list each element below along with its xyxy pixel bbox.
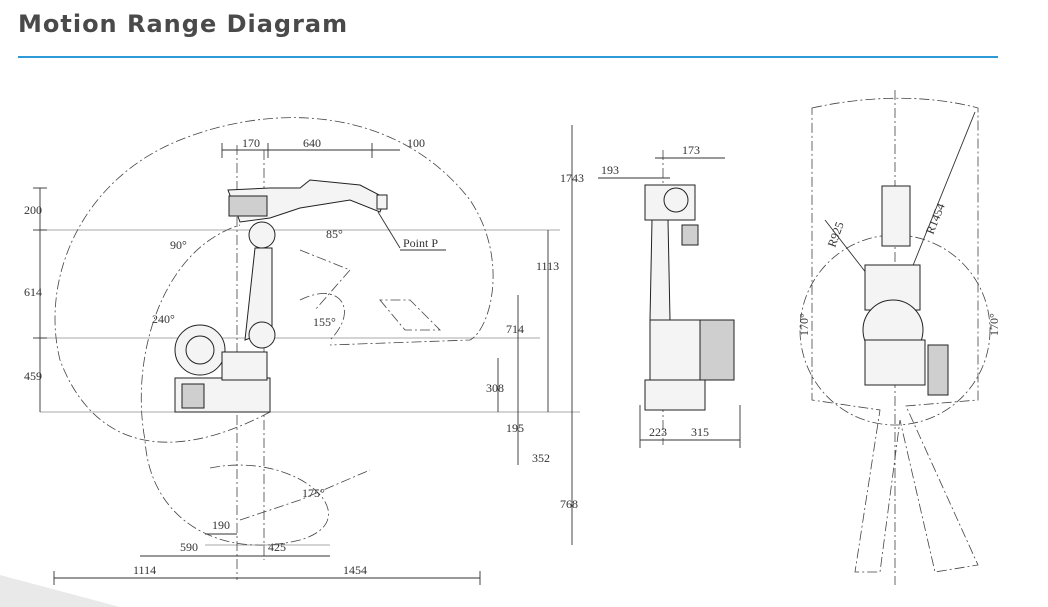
radius-1454: R1454 <box>923 201 948 236</box>
inner-envelope <box>140 224 329 546</box>
dim-315: 315 <box>691 425 709 439</box>
angle-170-left: 170° <box>797 313 811 336</box>
top-view: R925 R1454 170° 170° <box>797 90 1001 585</box>
front-view: 193 173 223 315 <box>598 143 741 448</box>
angle-240: 240° <box>152 312 175 326</box>
dim-1113: 1113 <box>536 259 559 273</box>
dim-100: 100 <box>407 136 425 150</box>
outer-envelope <box>54 117 494 443</box>
dim-459: 459 <box>24 369 42 383</box>
dim-425: 425 <box>268 540 286 554</box>
dim-170: 170 <box>242 136 260 150</box>
side-view: 170 640 100 200 614 459 1743 1113 714 30… <box>24 117 584 585</box>
dim-768: 768 <box>560 497 578 511</box>
dim-173: 173 <box>682 143 700 157</box>
angle-170-right: 170° <box>987 313 1001 336</box>
dim-200: 200 <box>24 203 42 217</box>
angle-155: 155° <box>313 315 336 329</box>
dim-190: 190 <box>212 518 230 532</box>
angle-85: 85° <box>326 227 343 241</box>
dim-308: 308 <box>486 381 504 395</box>
point-p-label: Point P <box>403 236 438 250</box>
dim-590: 590 <box>180 540 198 554</box>
corner-shade <box>0 575 120 607</box>
angle-175: 175° <box>302 486 325 500</box>
dim-195: 195 <box>506 421 524 435</box>
dim-1454: 1454 <box>343 563 367 577</box>
dim-1114: 1114 <box>133 563 156 577</box>
dim-714: 714 <box>506 322 524 336</box>
dim-352: 352 <box>532 451 550 465</box>
dim-193: 193 <box>601 163 619 177</box>
dim-223: 223 <box>649 425 667 439</box>
dim-614: 614 <box>24 285 42 299</box>
angle-90: 90° <box>170 238 187 252</box>
dim-640: 640 <box>303 136 321 150</box>
dim-1743: 1743 <box>560 171 584 185</box>
top-envelope <box>811 97 979 573</box>
title-rule <box>18 56 998 58</box>
page-title: Motion Range Diagram <box>18 10 349 38</box>
